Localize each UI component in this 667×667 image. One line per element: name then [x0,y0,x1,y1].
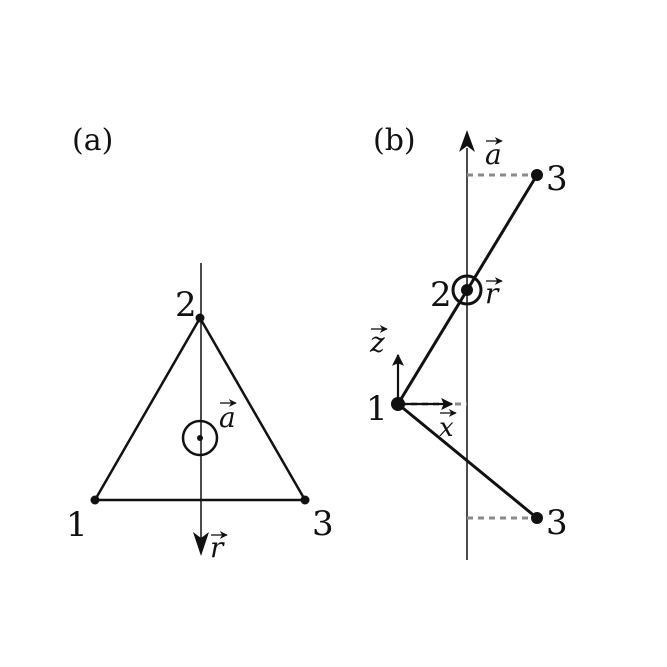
vector-z-label-group: z [369,325,388,359]
vector-r-label: r [210,531,225,564]
axis-r-arrowhead [193,532,209,556]
node-2 [195,313,205,323]
node-3-bottom [531,512,543,524]
vector-r-label-group: r [485,277,503,310]
panel-b-label: (b) [373,123,416,158]
node-3-bottom-label: 3 [546,503,568,543]
vector-z-label: z [369,326,385,359]
node-2 [461,284,473,296]
node-2-label: 2 [175,285,197,325]
axis-a-arrowhead [459,130,475,152]
bond-1-3-lower [397,402,538,520]
node-1 [391,397,405,411]
vector-r-label-group: r [210,531,228,564]
vector-x-label-group: x [439,409,457,443]
out-of-plane-a-dot [197,435,203,441]
vector-r-label: r [485,277,500,310]
panel-b: (b) 1 2 3 3 a r [366,123,568,560]
node-2-label: 2 [430,275,452,315]
node-1-label: 1 [366,389,388,429]
vector-a-label-group: a [219,399,237,434]
vector-x-label: x [439,413,454,443]
node-3 [300,495,310,505]
node-3-label: 3 [312,504,334,544]
node-1 [90,495,100,505]
node-3-top [531,169,543,181]
node-3-top-label: 3 [546,159,568,199]
vector-a-label-group: a [485,137,503,171]
vector-a-label: a [485,138,502,171]
out-of-plane-a-symbol [181,419,219,457]
vector-a-label: a [219,401,236,434]
out-of-plane-r-symbol [451,274,483,306]
panel-a-label: (a) [72,123,113,158]
panel-a: (a) 1 2 3 a r [66,123,334,564]
node-1-label: 1 [66,505,88,545]
triangle [92,315,308,502]
